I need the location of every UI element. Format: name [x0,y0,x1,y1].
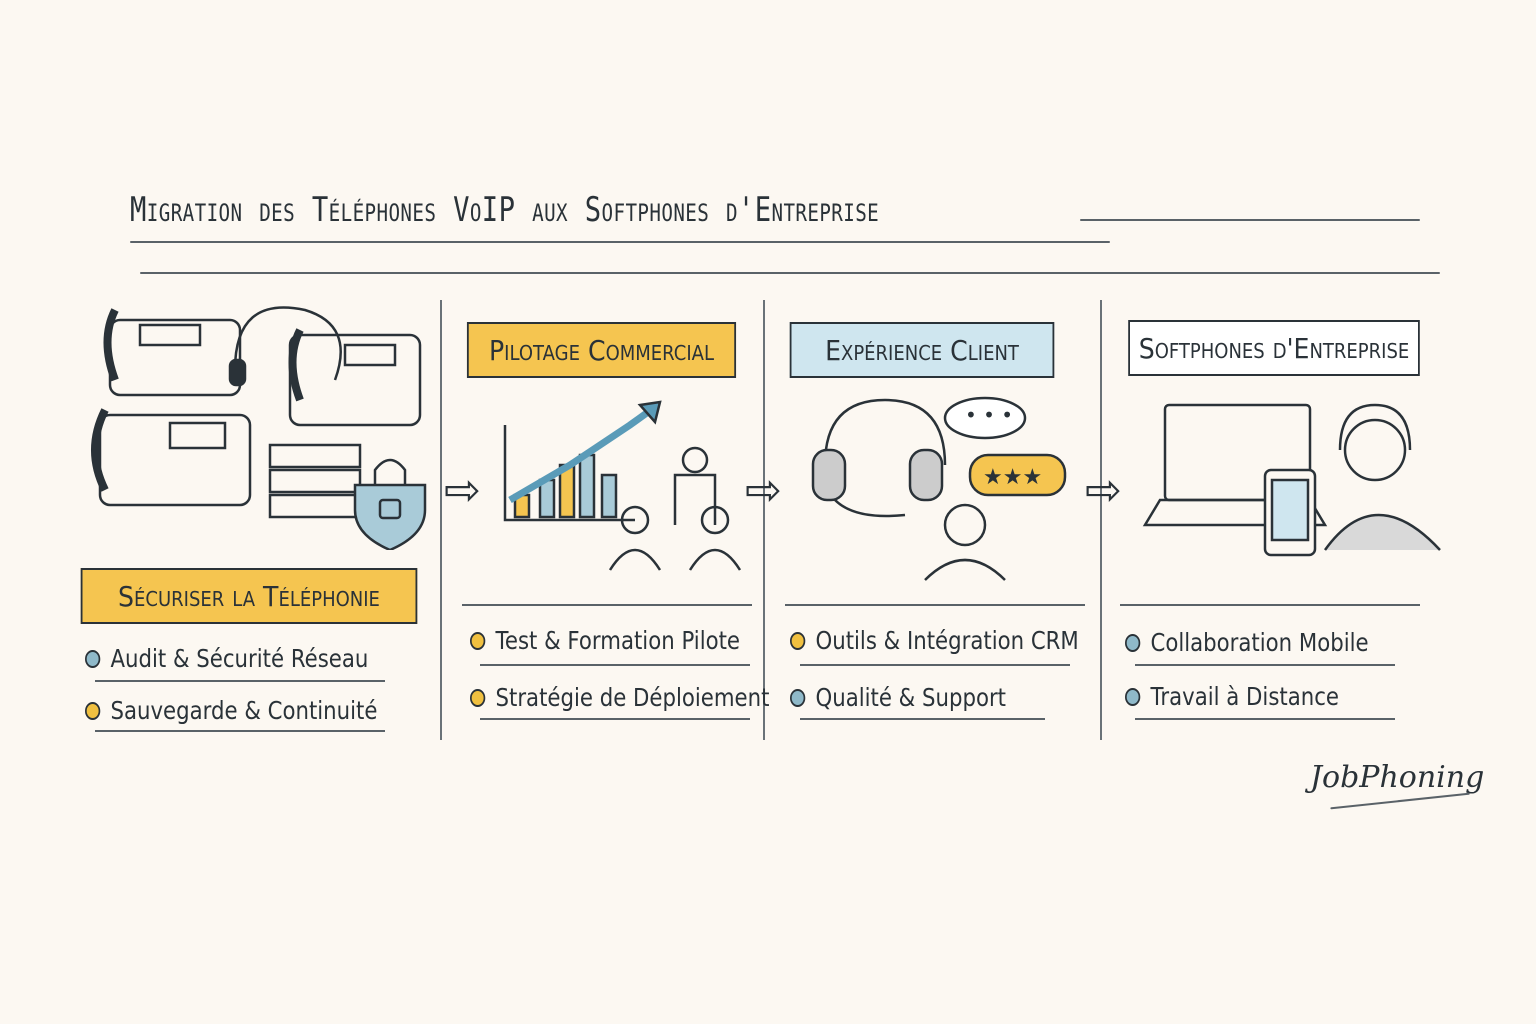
desk-phone-icon [288,328,422,427]
arrow-right-icon: ⇨ [745,465,782,516]
item-label: Audit & Sécurité Réseau [110,644,369,673]
column-divider [763,300,765,740]
banner-label: Expérience Client [825,333,1019,367]
arrow-right-icon: ⇨ [444,465,481,516]
item-label: Travail à Distance [1150,682,1339,711]
banner-pilotage: Pilotage Commercial [466,322,737,378]
title-underline [130,241,1110,243]
list-item: Test & Formation Pilote [470,626,740,655]
banner-label: Softphones d'Entreprise [1138,331,1410,365]
audience-icon [608,505,742,571]
item-label: Qualité & Support [815,683,1007,712]
desk-phone-icon [103,308,242,397]
list-item: Sauvegarde & Continuité [85,696,377,725]
title-rule [1080,219,1420,221]
bar-chart-presentation-illustration [503,400,742,571]
bullet-dot-icon [790,631,806,650]
banner-softphones: Softphones d'Entreprise [1128,320,1420,376]
list-item: Audit & Sécurité Réseau [85,644,368,673]
bullet-dot-icon [1125,633,1141,652]
item-label: Outils & Intégration CRM [815,626,1079,655]
desk-phone-icon [91,408,252,507]
smartphone-icon [1263,468,1317,557]
bullet-dot-icon [1125,687,1141,706]
item-label: Stratégie de Déploiement [495,683,770,712]
column-divider [440,300,442,740]
list-item: Collaboration Mobile [1125,628,1369,657]
laptop-phone-agent-illustration [1142,403,1441,557]
jobphoning-logo: JobPhoning [1310,760,1485,795]
arrow-right-icon: ⇨ [1085,465,1122,516]
desk-phones-server-lock-illustration [91,306,427,550]
list-item: Stratégie de Déploiement [470,683,769,712]
rating-bubble-icon: ★★★ [968,453,1067,497]
banner-label: Sécuriser la Téléphonie [118,579,380,613]
bullet-dot-icon [790,688,806,707]
svg-text:★★★: ★★★ [983,465,1042,490]
banner-label: Pilotage Commercial [488,333,714,367]
item-label: Sauvegarde & Continuité [110,696,378,725]
headset-icon [228,306,342,387]
item-label: Test & Formation Pilote [495,626,741,655]
logo-underline [1330,792,1470,809]
banner-securiser: Sécuriser la Téléphonie [80,568,418,624]
item-label: Collaboration Mobile [1150,628,1369,657]
list-item: Outils & Intégration CRM [790,626,1079,655]
customer-avatar-icon [924,503,1006,581]
page-title: Migration des Téléphones VoIP aux Softph… [130,190,880,230]
lock-shield-icon [353,458,427,550]
column-divider [1100,300,1102,740]
banner-experience: Expérience Client [789,322,1055,378]
bullet-dot-icon [85,649,101,668]
bullet-dot-icon [470,688,486,707]
list-item: Qualité & Support [790,683,1006,712]
list-item: Travail à Distance [1125,682,1339,711]
bullet-dot-icon [85,701,101,720]
chat-bubble-icon: • • • [943,396,1027,440]
server-icon [268,443,362,519]
svg-text:• • •: • • • [965,403,1013,427]
headset-chat-rating-illustration: • • • ★★★ [811,396,1067,581]
headset-icon [811,398,947,518]
agent-avatar-icon [1323,403,1441,551]
presenter-icon [673,446,717,525]
bullet-dot-icon [470,631,486,650]
header-rule [140,272,1440,274]
